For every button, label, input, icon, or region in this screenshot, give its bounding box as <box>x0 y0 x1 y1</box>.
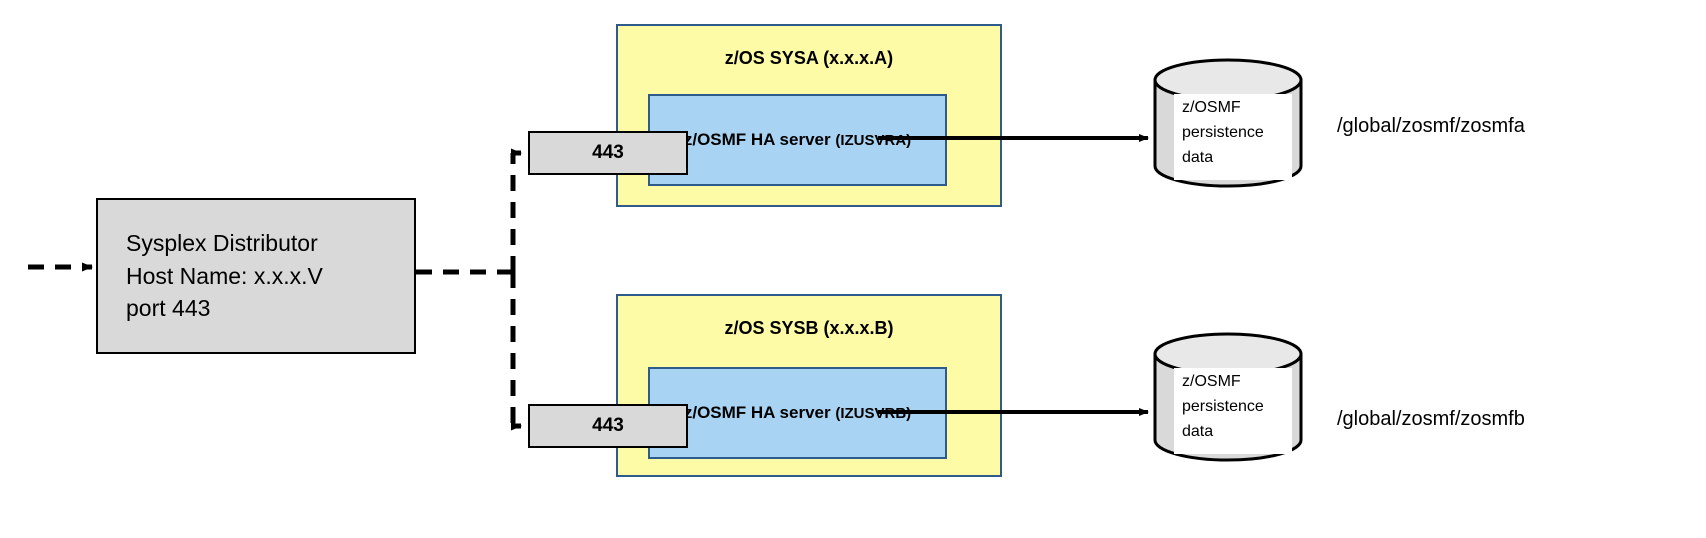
zosmf-ha-server-name-sysb: z/OSMF HA server <box>683 403 836 422</box>
distribution-dashed-path <box>416 148 522 431</box>
persistence-store-sysb: z/OSMF persistence data <box>1152 332 1304 462</box>
zosmf-ha-server-box-sysb: z/OSMF HA server (IZUSVRB) <box>648 367 947 459</box>
persistence-store-text-sysb: z/OSMF persistence data <box>1174 368 1292 454</box>
zosmf-ha-server-suffix-sysb: (IZUSVRB) <box>835 405 912 422</box>
persistence-store-sysa: z/OSMF persistence data <box>1152 58 1304 188</box>
sysplex-distributor-box: Sysplex Distributor Host Name: x.x.x.V p… <box>96 198 416 354</box>
persistence-line-1-sysb: z/OSMF <box>1182 373 1241 390</box>
persistence-store-text-sysa: z/OSMF persistence data <box>1174 94 1292 180</box>
port-label-sysa: 443 <box>592 142 624 163</box>
zosmf-ha-server-label-sysb: z/OSMF HA server (IZUSVRB) <box>684 403 911 423</box>
persistence-line-3-sysa: data <box>1182 148 1214 166</box>
port-box-sysa: 443 <box>528 131 688 175</box>
zosmf-ha-server-box-sysa: z/OSMF HA server (IZUSVRA) <box>648 94 947 186</box>
port-label-sysb: 443 <box>592 415 624 436</box>
persistence-line-2-sysb: persistence <box>1182 397 1264 415</box>
zos-system-title-sysb: z/OS SYSB (x.x.x.B) <box>724 318 894 338</box>
zosmf-ha-server-name-sysa: z/OSMF HA server <box>683 130 836 149</box>
mount-path-label-sysb: /global/zosmf/zosmfb <box>1337 408 1525 430</box>
port-box-sysb: 443 <box>528 404 688 448</box>
sysplex-distributor-name: Sysplex Distributor <box>126 230 318 257</box>
zos-system-title-sysa: z/OS SYSA (x.x.x.A) <box>724 48 894 68</box>
persistence-line-1-sysa: z/OSMF <box>1182 99 1241 116</box>
zosmf-ha-server-label-sysa: z/OSMF HA server (IZUSVRA) <box>684 130 911 150</box>
zosmf-ha-server-suffix-sysa: (IZUSVRA) <box>835 132 912 149</box>
sysplex-distributor-port: port 443 <box>126 295 211 322</box>
sysplex-distributor-hostname: Host Name: x.x.x.V <box>126 262 323 289</box>
persistence-line-2-sysa: persistence <box>1182 123 1264 141</box>
mount-path-label-sysa: /global/zosmf/zosmfa <box>1337 115 1525 137</box>
persistence-line-3-sysb: data <box>1182 422 1214 440</box>
